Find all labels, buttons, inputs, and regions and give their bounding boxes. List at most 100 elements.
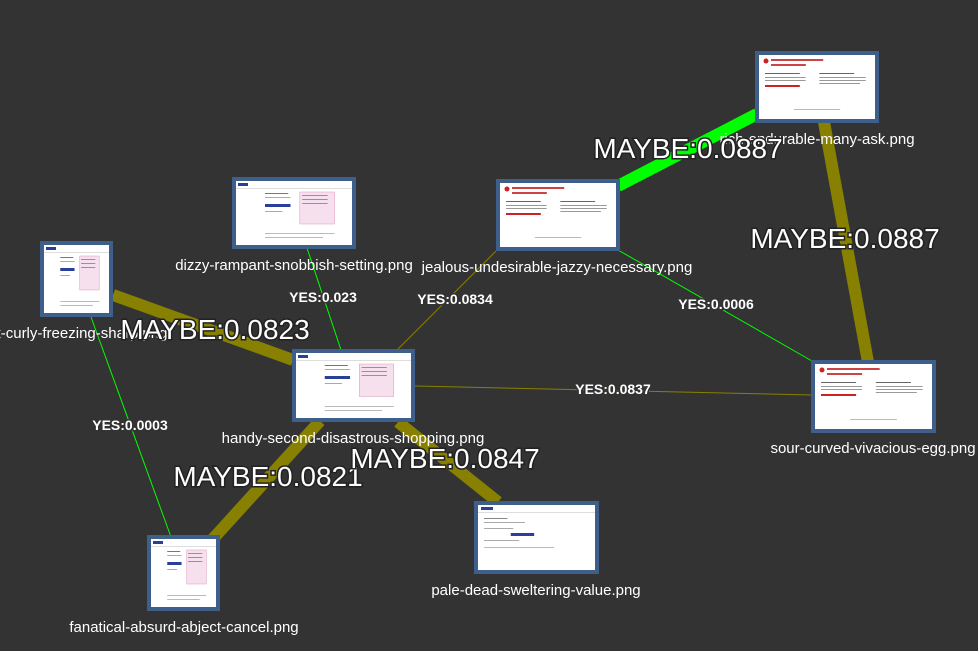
thumbnail-detail [875,382,911,383]
thumbnail-detail [361,367,387,368]
edge-dizzy-handy [306,247,342,351]
thumbnail-detail [265,193,289,194]
thumbnail-detail [188,553,203,554]
edge-label-jealous-sour: YES:0.0006 [678,296,754,312]
edge-label-distant-handy: MAYBE:0.0823 [120,314,309,345]
thumbnail-detail [81,267,96,268]
node-label: jealous-undesirable-jazzy-necessary.png [421,259,693,276]
thumbnail-detail [478,512,595,513]
node-label: pale-dead-sweltering-value.png [431,582,640,599]
edge-distant-handy [110,289,296,366]
thumbnail-detail [44,252,109,253]
thumbnail-detail [827,368,880,370]
node-label: sour-curved-vivacious-egg.png [770,440,975,457]
warning-icon [504,186,510,192]
edge-handy-pale [394,417,502,507]
thumbnail-detail [167,569,177,570]
thumbnail-panel [299,191,335,225]
thumbnail-detail [324,365,348,366]
thumbnail-detail [484,522,525,523]
thumbnail-detail [560,201,596,202]
thumbnail-detail [324,406,394,407]
edge-label-handy-sour: YES:0.0837 [575,381,651,397]
thumbnail-panel [186,549,207,585]
edge-label-rich-sour: MAYBE:0.0887 [750,223,939,254]
thumbnail-detail [167,551,181,552]
thumbnail-detail [153,541,163,544]
thumbnail-detail [302,199,328,200]
thumbnail-panel [79,255,100,291]
nodes-layer: rich-endurable-many-ask.png jealous-undes… [0,51,976,636]
edge-jealous-rich [615,108,760,192]
thumbnail-detail [60,268,75,271]
thumbnail-panel [359,363,394,397]
node-rich[interactable]: rich-endurable-many-ask.png [719,51,915,148]
thumbnail-detail [484,528,514,529]
thumbnail-detail [302,195,328,196]
edge-jealous-sour [617,249,813,362]
thumbnail-detail [506,213,541,215]
thumbnail-detail [188,557,203,558]
thumbnail-detail [821,382,857,383]
thumbnail-detail [167,555,182,556]
thumbnail-detail [850,419,897,420]
thumbnail-detail [875,392,917,393]
thumbnail-detail [60,261,75,262]
edge-handy-fanatical [206,416,325,546]
node-label: fanatical-absurd-abject-cancel.png [69,619,298,636]
node-fanatical[interactable]: fanatical-absurd-abject-cancel.png [69,535,299,636]
edge-label-dizzy-handy: YES:0.023 [289,289,357,305]
thumbnail-detail [827,373,863,375]
thumbnail-detail [771,64,806,66]
thumbnail-detail [765,80,806,81]
edges-layer [90,108,874,546]
thumbnail-detail [793,109,841,110]
edge-label-handy-fanatical: MAYBE:0.0821 [173,461,362,492]
thumbnail-detail [361,371,387,372]
node-handy[interactable]: handy-second-disastrous-shopping.png [222,349,485,447]
node-label: distant-curly-freezing-sharp.png [0,325,167,342]
warning-icon [819,367,825,373]
thumbnail-detail [512,192,547,194]
thumbnail-detail [506,208,547,209]
edge-labels-layer: MAYBE:0.0887MAYBE:0.0887YES:0.0006YES:0.… [91,132,941,494]
thumbnail-detail [324,383,342,384]
thumbnail-detail [765,73,800,74]
thumbnail-detail [298,355,308,358]
thumbnail-detail [167,599,200,600]
node-distant[interactable]: distant-curly-freezing-sharp.png [0,241,167,342]
thumbnail-detail [361,375,387,376]
node-label: dizzy-rampant-snobbish-setting.png [175,257,413,274]
thumbnail-detail [238,183,248,186]
thumbnail-detail [167,595,207,596]
node-pale[interactable]: pale-dead-sweltering-value.png [431,501,641,599]
thumbnail-detail [819,73,855,74]
thumbnail-detail [188,561,203,562]
thumbnail-detail [765,85,800,87]
thumbnail-detail [560,211,601,212]
node-sour[interactable]: sour-curved-vivacious-egg.png [770,360,976,457]
thumbnail-detail [534,237,582,238]
thumbnail-detail [512,187,565,189]
thumbnail-detail [510,533,535,536]
thumbnail-detail [560,208,607,209]
thumbnail-detail [821,394,857,396]
node-jealous[interactable]: jealous-undesirable-jazzy-necessary.png [421,179,693,276]
thumbnail-detail [46,247,56,250]
edge-label-jealous-rich: MAYBE:0.0887 [593,133,782,164]
edge-rich-sour [818,120,874,364]
thumbnail-detail [265,237,323,238]
thumbnail-detail [771,59,824,61]
thumbnail-detail [324,410,383,411]
thumbnail-detail [60,257,74,258]
thumbnail-detail [481,507,493,510]
thumbnail-detail [484,547,555,548]
thumbnail-detail [236,188,352,189]
thumbnail-detail [875,389,923,390]
thumbnail-detail [302,203,328,204]
node-dizzy[interactable]: dizzy-rampant-snobbish-setting.png [175,177,413,274]
node-label: handy-second-disastrous-shopping.png [222,430,485,447]
thumbnail-detail [819,83,860,84]
thumbnail-detail [821,389,862,390]
